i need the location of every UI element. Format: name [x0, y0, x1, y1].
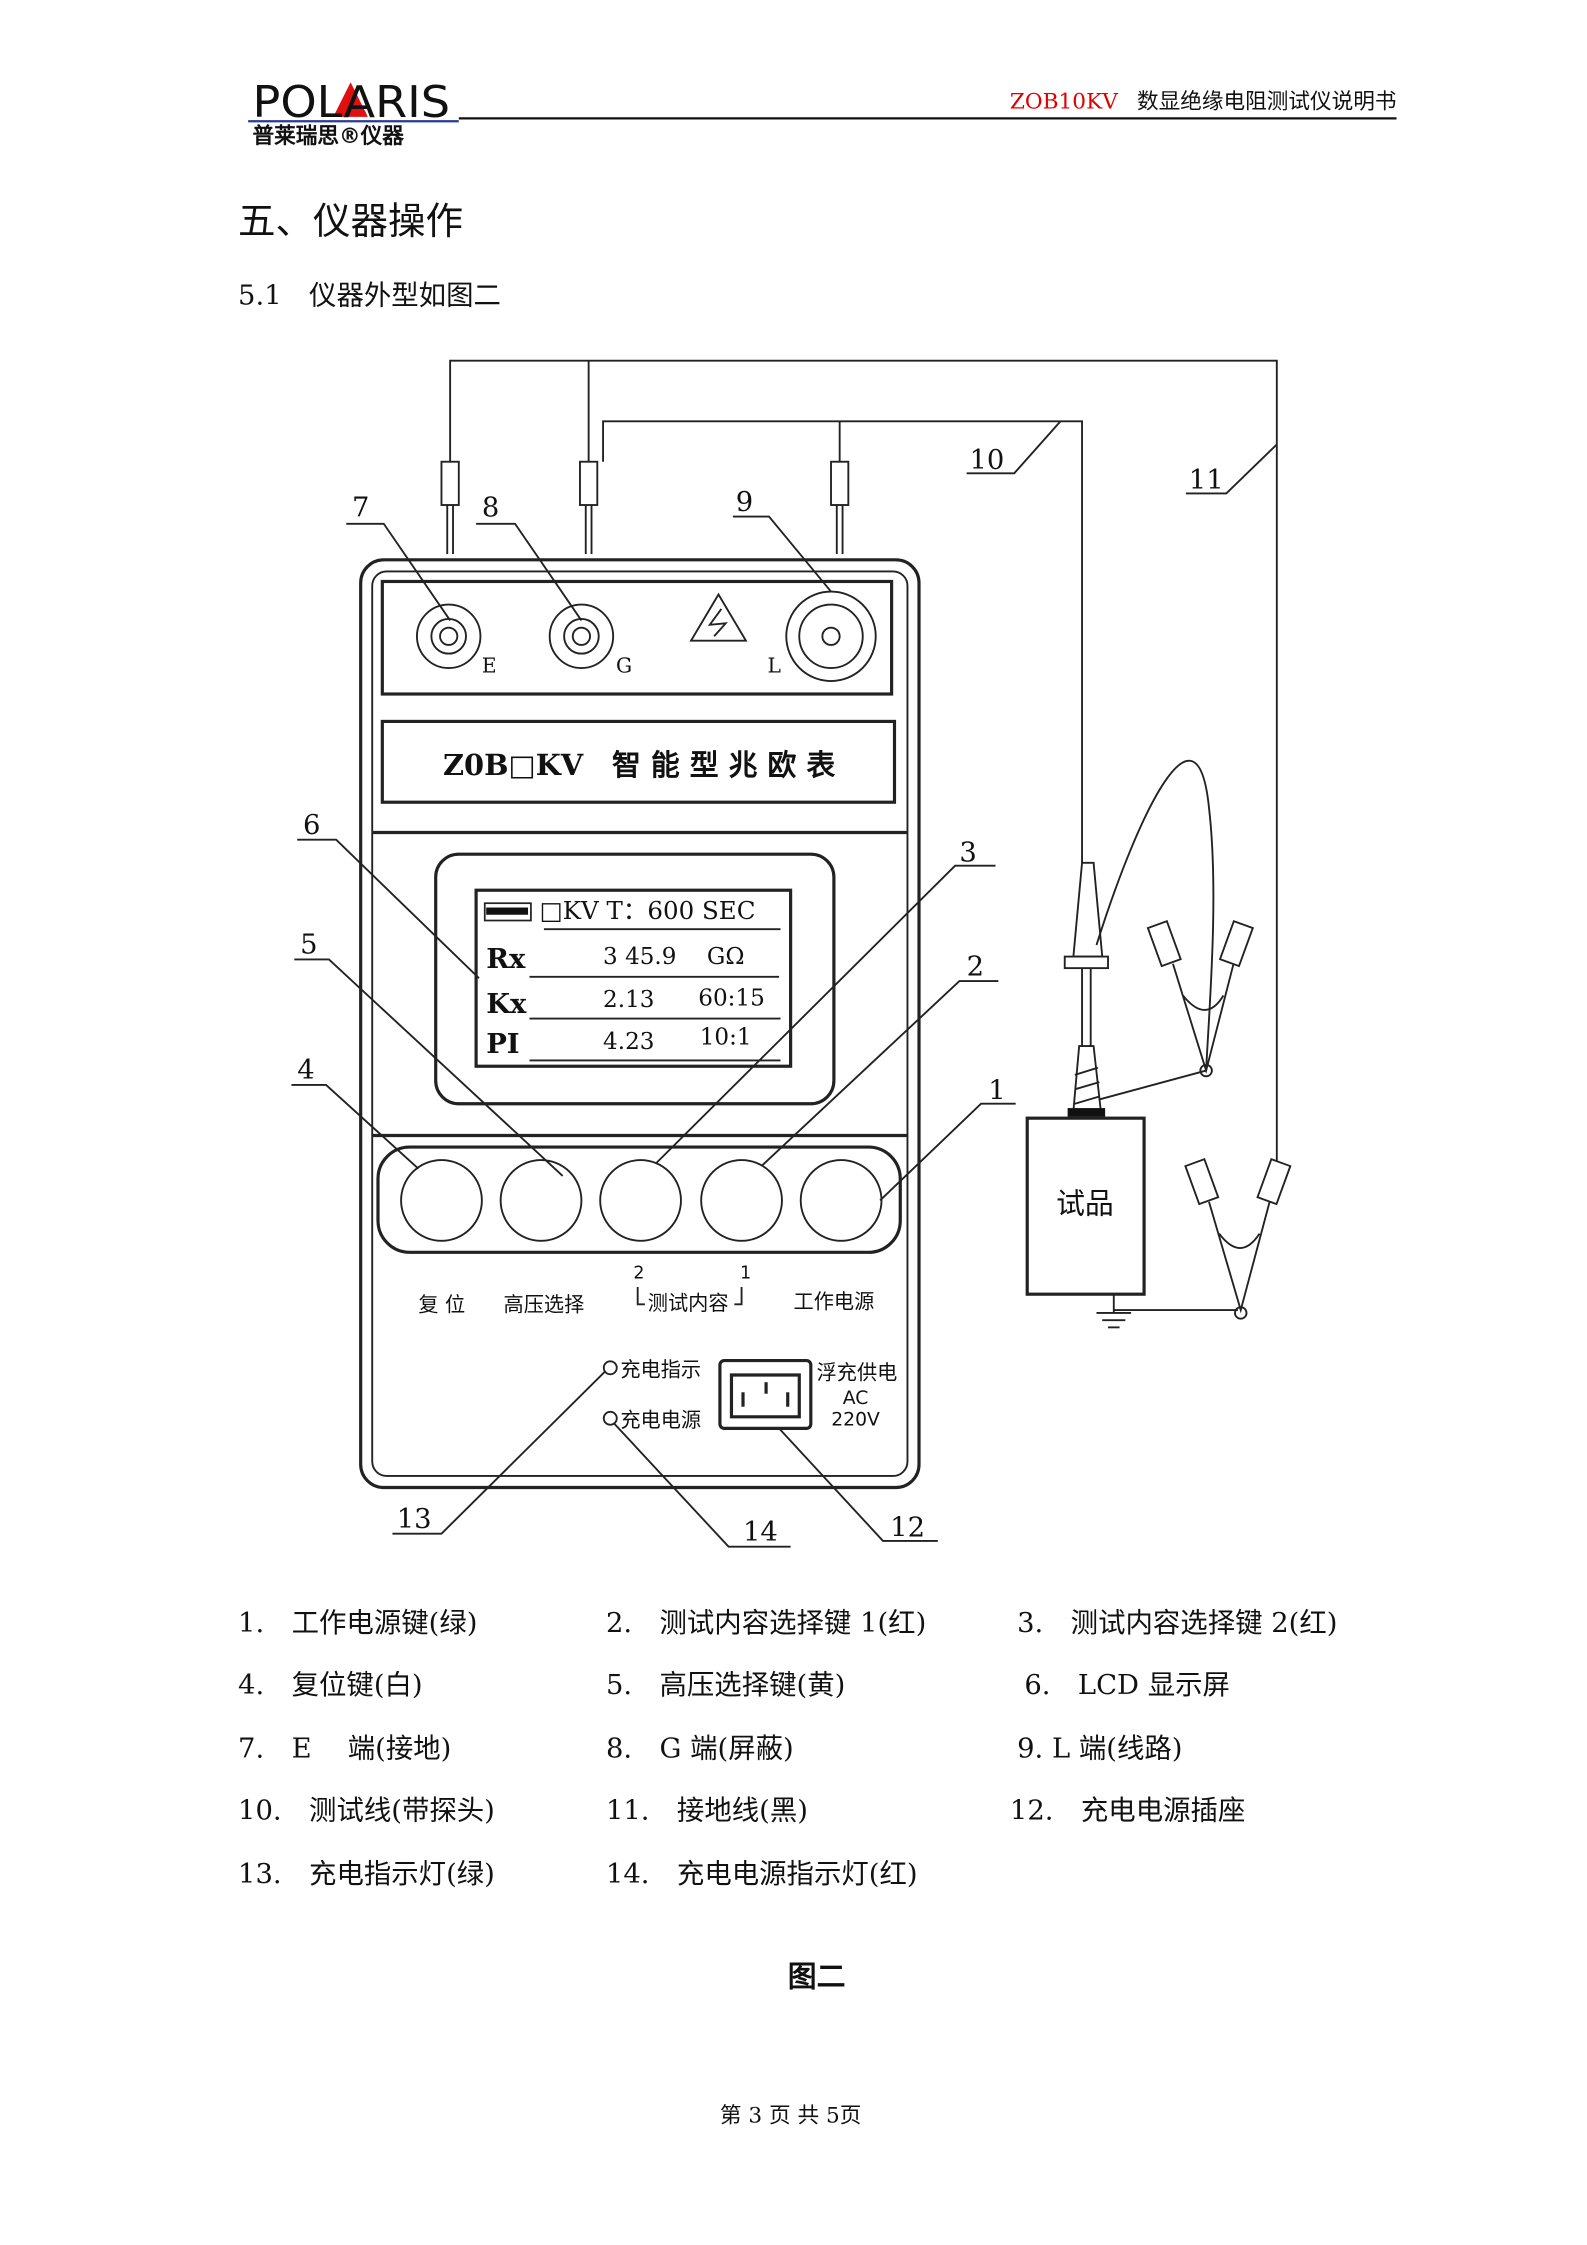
page-footer: 第 3 页 共 5页: [720, 2103, 862, 2128]
legend-item: 11. 接地线(黑): [606, 1795, 808, 1826]
logo-triangle: [333, 82, 368, 117]
legend-item: 5. 高压选择键(黄): [606, 1670, 845, 1701]
charge-indicator-led: [602, 1360, 618, 1376]
terminal-e: [416, 603, 482, 669]
callout-11: 11: [1189, 465, 1224, 496]
legend-item: 7. E 端(接地): [238, 1733, 451, 1764]
label-charge-indicator: 充电指示: [620, 1357, 701, 1381]
legend-item: 2. 测试内容选择键 1(红): [606, 1608, 926, 1639]
alligator-clip-lower: [1184, 1158, 1292, 1320]
charge-source-led: [602, 1410, 618, 1426]
label-reset: 复 位: [418, 1292, 465, 1316]
probe-plugs: [440, 460, 850, 555]
legend-item: 13. 充电指示灯(绿): [238, 1859, 495, 1890]
hv-select-button-drawing: [499, 1159, 583, 1242]
callout-1: 1: [988, 1075, 1005, 1106]
callout-4: 4: [297, 1055, 314, 1086]
lcd-pi-label: PI: [486, 1028, 519, 1060]
logo-subtitle: 普莱瑞思®仪器: [252, 123, 404, 149]
lcd-pi-ratio: 10:1: [700, 1025, 752, 1051]
lcd-kx-ratio: 60:15: [698, 986, 765, 1012]
lcd-kx-label: Kx: [486, 988, 527, 1020]
ground-symbol-icon: [1096, 1294, 1238, 1329]
lcd-rx-unit: GΩ: [707, 944, 745, 970]
header-title: 数显绝缘电阻测试仪说明书: [1137, 89, 1397, 114]
label-power: 工作电源: [794, 1290, 875, 1314]
callout-12: 12: [890, 1513, 925, 1544]
lcd-kx-value: 2.13: [603, 987, 654, 1013]
label-charge-source: 充电电源: [620, 1408, 701, 1432]
test-2-button-drawing: [599, 1159, 682, 1242]
label-1: 1: [740, 1263, 751, 1283]
legend-item: 3. 测试内容选择键 2(红): [1017, 1608, 1337, 1639]
label-hv: 高压选择: [504, 1292, 585, 1316]
legend-item: 6. LCD 显示屏: [1024, 1670, 1230, 1701]
legend-item: 4. 复位键(白): [238, 1670, 423, 1701]
legend-item: 8. G 端(屏蔽): [606, 1733, 794, 1764]
reset-button-drawing: [400, 1159, 483, 1242]
test-1-button-drawing: [700, 1159, 783, 1242]
callout-9: 9: [736, 487, 753, 518]
label-220v: 220V: [831, 1409, 880, 1430]
legend-item: 14. 充电电源指示灯(红): [606, 1859, 918, 1890]
callout-2: 2: [967, 951, 984, 982]
device-diagram: E G L Z0B□KV 智 能 型 兆 欧 表 □KV T：600 SEC R…: [291, 359, 1292, 1548]
figure-caption: 图二: [788, 1960, 846, 1994]
callout-5: 5: [300, 930, 317, 961]
alligator-clip-upper: [1099, 919, 1255, 1101]
lcd-rx-label: Rx: [486, 943, 526, 975]
test-probe: [1063, 759, 1215, 1117]
legend-list: 1. 工作电源键(绿) 2. 测试内容选择键 1(红) 3. 测试内容选择键 2…: [238, 1608, 1337, 1890]
name-plate: Z0B□KV 智 能 型 兆 欧 表: [443, 748, 835, 782]
header-model: ZOB10KV: [1010, 89, 1118, 114]
legend-item: 1. 工作电源键(绿): [238, 1608, 477, 1639]
callout-10: 10: [970, 445, 1005, 476]
section-title: 五、仪器操作: [238, 199, 463, 243]
callout-13: 13: [397, 1504, 432, 1535]
legend-item: 9. L 端(线路): [1017, 1733, 1182, 1764]
high-voltage-warning-icon: [689, 592, 748, 642]
callouts: 7 8 9 10 11 6 5 4 3 2 1 13 14 12: [291, 420, 1278, 1548]
label-e: E: [482, 653, 497, 677]
callout-7: 7: [352, 493, 369, 524]
power-button-drawing: [799, 1159, 883, 1242]
logo: POLARIS 普莱瑞思®仪器: [248, 78, 459, 149]
legend-item: 10. 测试线(带探头): [238, 1795, 495, 1826]
legend-item: 12. 充电电源插座: [1010, 1795, 1245, 1826]
lcd-header: □KV T：600 SEC: [540, 896, 756, 925]
label-g: G: [616, 653, 632, 677]
label-float-charge: 浮充供电: [817, 1360, 898, 1384]
test-sample: [1025, 1116, 1146, 1296]
callout-14: 14: [743, 1517, 778, 1548]
power-socket: [718, 1358, 813, 1430]
subsection-title: 5.1 仪器外型如图二: [238, 280, 501, 311]
label-2: 2: [633, 1263, 644, 1283]
label-test: 测试内容: [648, 1291, 729, 1315]
label-l: L: [768, 653, 781, 677]
lcd-pi-value: 4.23: [603, 1029, 654, 1055]
callout-3: 3: [959, 837, 976, 868]
logo-text: POLARIS: [252, 78, 450, 128]
lcd-rx-value: 3 45.9: [603, 944, 676, 970]
callout-6: 6: [303, 810, 320, 841]
label-sample: 试品: [1056, 1186, 1114, 1220]
callout-8: 8: [482, 493, 499, 524]
label-ac: AC: [843, 1388, 869, 1409]
terminal-l: [785, 590, 877, 682]
terminal-g: [548, 603, 615, 669]
lcd-screen: □KV T：600 SEC Rx 3 45.9 GΩ Kx 2.13 60:15…: [483, 896, 781, 1062]
